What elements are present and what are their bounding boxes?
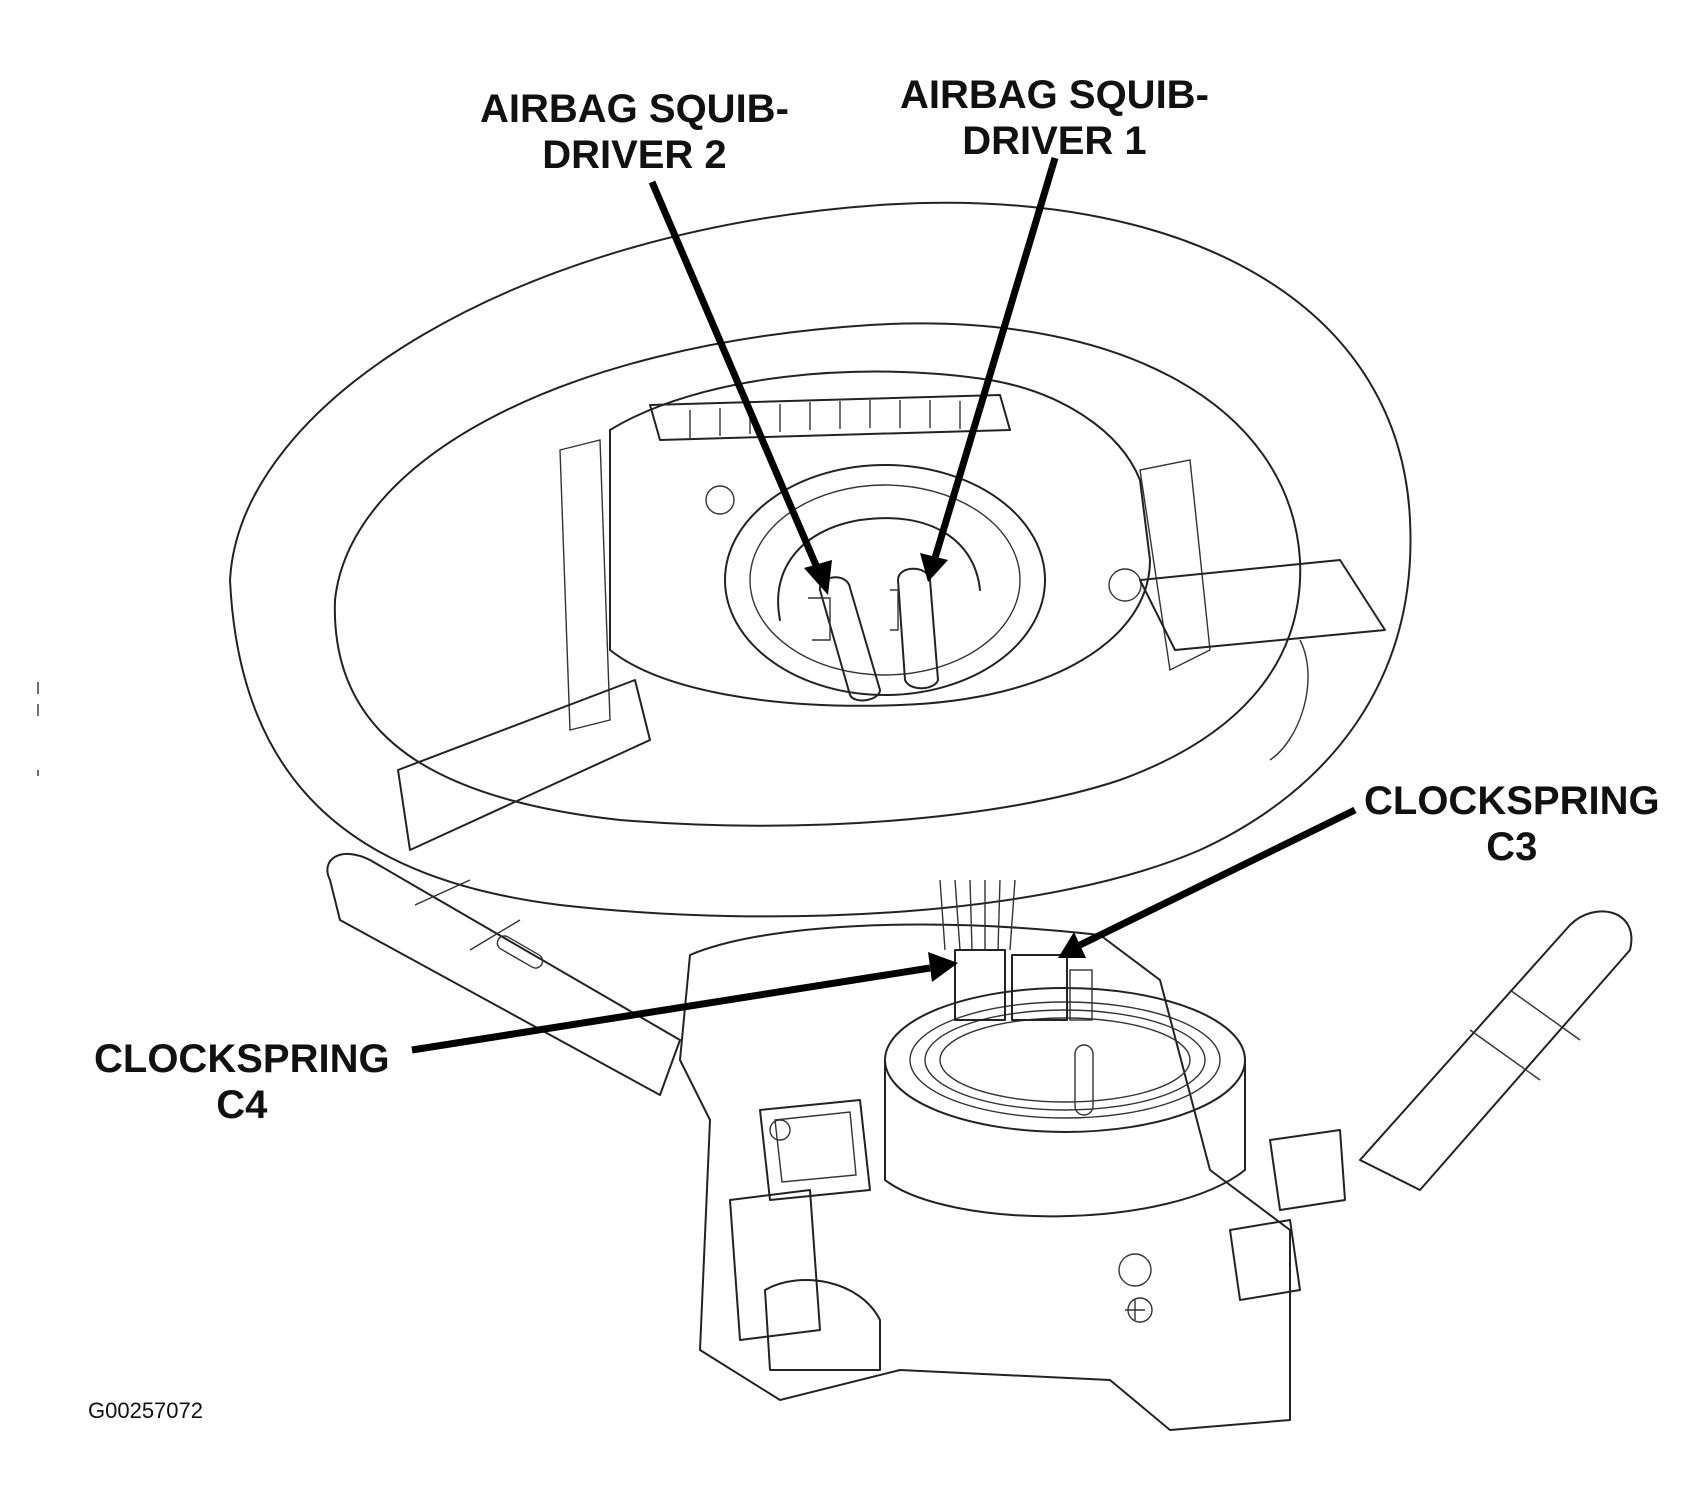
airbag-module-area xyxy=(559,370,1211,731)
steering-wheel-rim xyxy=(229,201,1412,918)
label-line: DRIVER 1 xyxy=(962,119,1147,163)
leader-arrows xyxy=(411,156,1357,1054)
clockspring-assembly xyxy=(679,879,1346,1431)
squib-connector-1 xyxy=(890,567,939,690)
label-line: AIRBAG SQUIB- xyxy=(480,87,789,131)
figure-code: G00257072 xyxy=(88,1398,203,1423)
arrow-clockspring-c4 xyxy=(411,964,931,1054)
label-clockspring-c3: CLOCKSPRING C3 xyxy=(1364,778,1660,870)
arrow-clockspring-c3 xyxy=(1078,806,1357,949)
right-stalk xyxy=(1359,910,1633,1191)
label-clockspring-c4: CLOCKSPRING C4 xyxy=(94,1036,390,1128)
right-spoke-pad xyxy=(1139,559,1386,651)
arrow-squib-driver-1 xyxy=(931,156,1059,560)
label-line: AIRBAG SQUIB- xyxy=(900,73,1209,117)
left-spoke-pad xyxy=(397,679,651,851)
label-airbag-squib-driver-1: AIRBAG SQUIB- DRIVER 1 xyxy=(900,72,1209,164)
label-line: CLOCKSPRING xyxy=(94,1037,390,1081)
clockspring-c3-connector xyxy=(1011,954,1068,1021)
arrow-squib-driver-2 xyxy=(648,180,822,572)
label-line: CLOCKSPRING xyxy=(1364,779,1660,823)
left-stalk xyxy=(326,853,681,1096)
clockspring-c4-connector xyxy=(954,949,1006,1021)
label-line: C4 xyxy=(216,1083,268,1127)
label-line: C3 xyxy=(1486,825,1538,869)
label-airbag-squib-driver-2: AIRBAG SQUIB- DRIVER 2 xyxy=(480,86,789,178)
label-line: DRIVER 2 xyxy=(542,133,727,177)
squib-connector-2 xyxy=(808,576,881,702)
